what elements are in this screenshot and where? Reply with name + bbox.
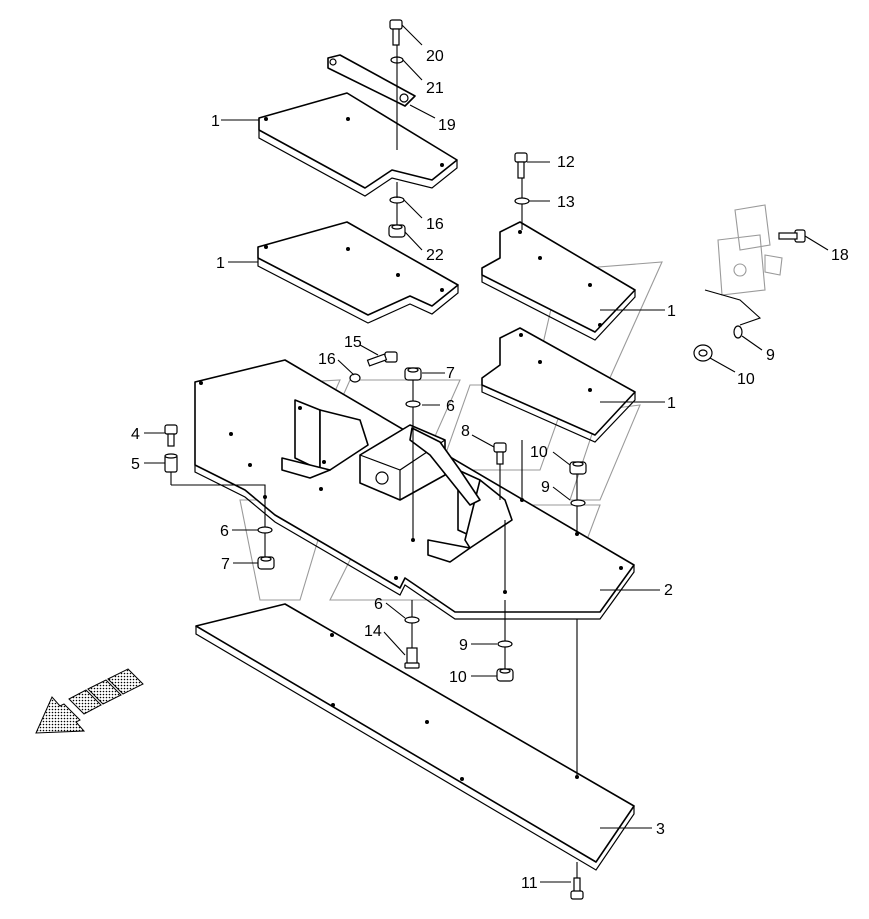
assembly-axes [170,45,578,878]
label-part-21: 21 [426,80,444,97]
plate-3 [195,603,635,871]
washer-6-left [257,526,273,534]
bolt-20 [389,19,403,46]
nut-10-lower [496,668,514,682]
label-part-6c: 6 [374,596,383,613]
spacer-5 [164,453,178,473]
label-part-16b: 16 [426,216,444,233]
washer-16-mid [349,373,361,383]
label-part-10a: 10 [530,444,548,461]
bolt-8 [493,442,507,465]
label-part-20: 20 [426,48,444,65]
label-part-22: 22 [426,247,444,264]
nut-22 [388,224,406,238]
label-part-3: 3 [656,821,665,838]
plate-1-lower [257,221,459,324]
bolt-12 [514,152,528,179]
bolt-14 [404,647,420,669]
washer-6-lower [404,616,420,624]
label-part-1a: 1 [211,113,220,130]
nut-10-sensor [693,344,713,362]
washer-9-sensor [733,325,743,339]
label-part-7a: 7 [221,556,230,573]
plate-1-upper [258,92,458,197]
label-part-9b: 9 [459,637,468,654]
label-part-5: 5 [131,456,140,473]
label-part-1d: 1 [667,395,676,412]
nut-7-upper [404,367,422,381]
label-part-1c: 1 [667,303,676,320]
callout-leaders [144,24,829,883]
label-part-9c: 9 [766,347,775,364]
strap-19 [327,54,416,107]
bolt-11 [570,877,584,900]
washer-6-upper [405,400,421,408]
label-part-7b: 7 [446,365,455,382]
bolt-15 [366,351,398,367]
bolt-18 [778,229,806,243]
washer-9-mid [570,499,586,507]
sensor-switch [704,204,783,326]
label-part-8: 8 [461,423,470,440]
label-part-6a: 6 [220,523,229,540]
center-mount-block [359,424,481,506]
label-part-6b: 6 [446,398,455,415]
label-part-4: 4 [131,426,140,443]
label-part-10c: 10 [737,371,755,388]
label-part-16a: 16 [318,351,336,368]
label-part-12: 12 [557,154,575,171]
bracket-left [281,399,369,479]
plate-1-right-lower [481,327,636,443]
washer-9-lower [497,640,513,648]
label-part-13: 13 [557,194,575,211]
label-part-11: 11 [521,875,538,892]
label-part-19: 19 [438,117,456,134]
bolt-4 [164,424,178,447]
label-part-10b: 10 [449,669,467,686]
label-part-14: 14 [364,623,382,640]
direction-arrow-icon [35,668,144,734]
washer-13 [514,197,530,205]
plate-1-right-upper [481,221,636,341]
label-part-1b: 1 [216,255,225,272]
label-part-2: 2 [664,582,673,599]
nut-7-left [257,556,275,570]
label-part-9a: 9 [541,479,550,496]
label-part-15: 15 [344,334,362,351]
nut-10-mid [569,461,587,475]
label-part-18: 18 [831,247,849,264]
part-labels: 1 1 1 1 2 3 4 5 6 6 6 7 7 8 9 9 9 10 10 … [131,48,849,892]
